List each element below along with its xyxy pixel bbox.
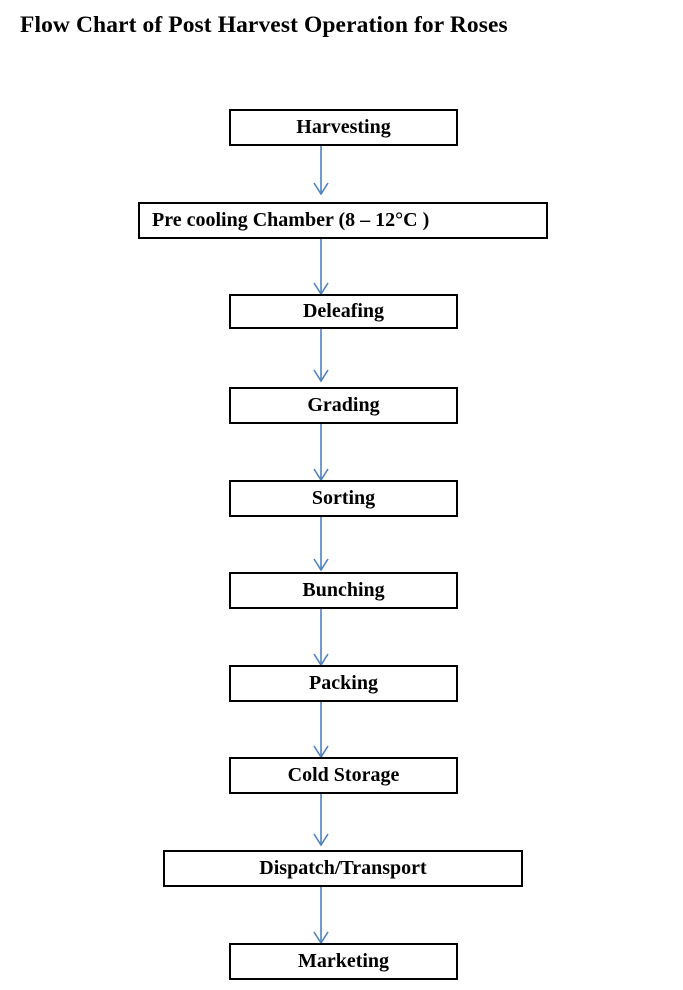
step-deleafing: Deleafing bbox=[229, 294, 458, 329]
step-grading: Grading bbox=[229, 387, 458, 424]
step-cold-storage: Cold Storage bbox=[229, 757, 458, 794]
step-marketing: Marketing bbox=[229, 943, 458, 980]
step-harvesting: Harvesting bbox=[229, 109, 458, 146]
page-title: Flow Chart of Post Harvest Operation for… bbox=[20, 12, 508, 38]
flow-arrow bbox=[313, 329, 329, 383]
step-packing: Packing bbox=[229, 665, 458, 702]
step-pre-cooling-chamber: Pre cooling Chamber (8 – 12°C ) bbox=[138, 202, 548, 239]
step-dispatch-transport: Dispatch/Transport bbox=[163, 850, 523, 887]
step-sorting: Sorting bbox=[229, 480, 458, 517]
step-bunching: Bunching bbox=[229, 572, 458, 609]
flow-arrow bbox=[313, 146, 329, 196]
flow-arrow bbox=[313, 424, 329, 482]
flow-arrow bbox=[313, 887, 329, 945]
flow-arrow bbox=[313, 702, 329, 759]
flow-arrow bbox=[313, 517, 329, 572]
flow-arrow bbox=[313, 609, 329, 667]
flow-arrow bbox=[313, 239, 329, 296]
flow-arrow bbox=[313, 794, 329, 847]
